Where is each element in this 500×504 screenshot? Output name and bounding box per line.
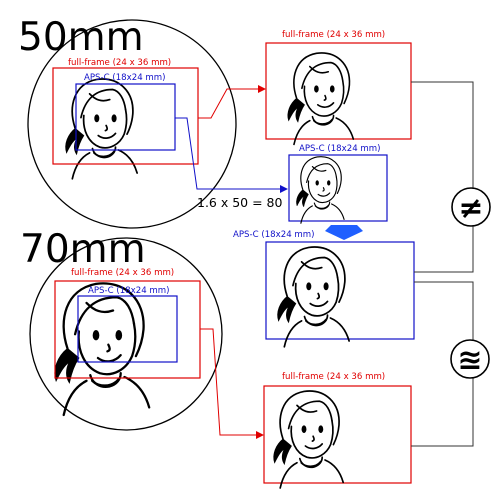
arrow-full-frame-50 (198, 85, 266, 119)
lens-circle-50 (27, 19, 237, 229)
blue-down-arrow-icon (325, 225, 363, 240)
output-full-frame-50 (265, 42, 412, 140)
lens-circle-70 (29, 237, 223, 431)
focal-50-title: 50mm (18, 15, 144, 60)
aps-c-rect-50 (75, 83, 176, 151)
arrow-full-frame-70 (200, 328, 264, 439)
not-equal-symbol: ≠ (458, 191, 483, 226)
output-full-frame-label-70: full-frame (24 x 36 mm) (282, 372, 385, 382)
calculation-text: 1.6 x 50 = 80 (197, 195, 283, 210)
not-equal-icon (451, 187, 491, 227)
girl-output-aps-c-enlarged (276, 246, 350, 348)
girl-output-full-frame-70 (272, 390, 345, 489)
focal-70-title: 70mm (20, 227, 146, 272)
full-frame-label-50: full-frame (24 x 36 mm) (68, 58, 171, 68)
output-aps-c-label-50: APS-C (18x24 mm) (299, 144, 381, 154)
approx-equal-icon (450, 339, 490, 379)
output-aps-c-enlarged-label: APS-C (18x24 mm) (233, 230, 315, 240)
aps-c-label-70: APS-C (18x24 mm) (88, 286, 170, 296)
output-aps-c-enlarged (265, 241, 415, 340)
full-frame-label-70: full-frame (24 x 36 mm) (71, 268, 174, 278)
output-full-frame-70 (263, 385, 412, 484)
girl-output-aps-c-50 (295, 156, 345, 224)
aps-c-rect-70 (77, 295, 178, 363)
girl-output-full-frame-50 (287, 52, 355, 146)
girl-figure-70 (53, 282, 151, 417)
bracket-not-equal (411, 81, 474, 273)
output-full-frame-label-50: full-frame (24 x 36 mm) (282, 30, 385, 40)
aps-c-label-50: APS-C (18x24 mm) (84, 73, 166, 83)
full-frame-rect-50 (52, 67, 199, 165)
arrow-aps-c-50 (175, 117, 288, 193)
approx-equal-symbol: ≊ (457, 343, 482, 378)
output-aps-c-50 (288, 154, 388, 222)
